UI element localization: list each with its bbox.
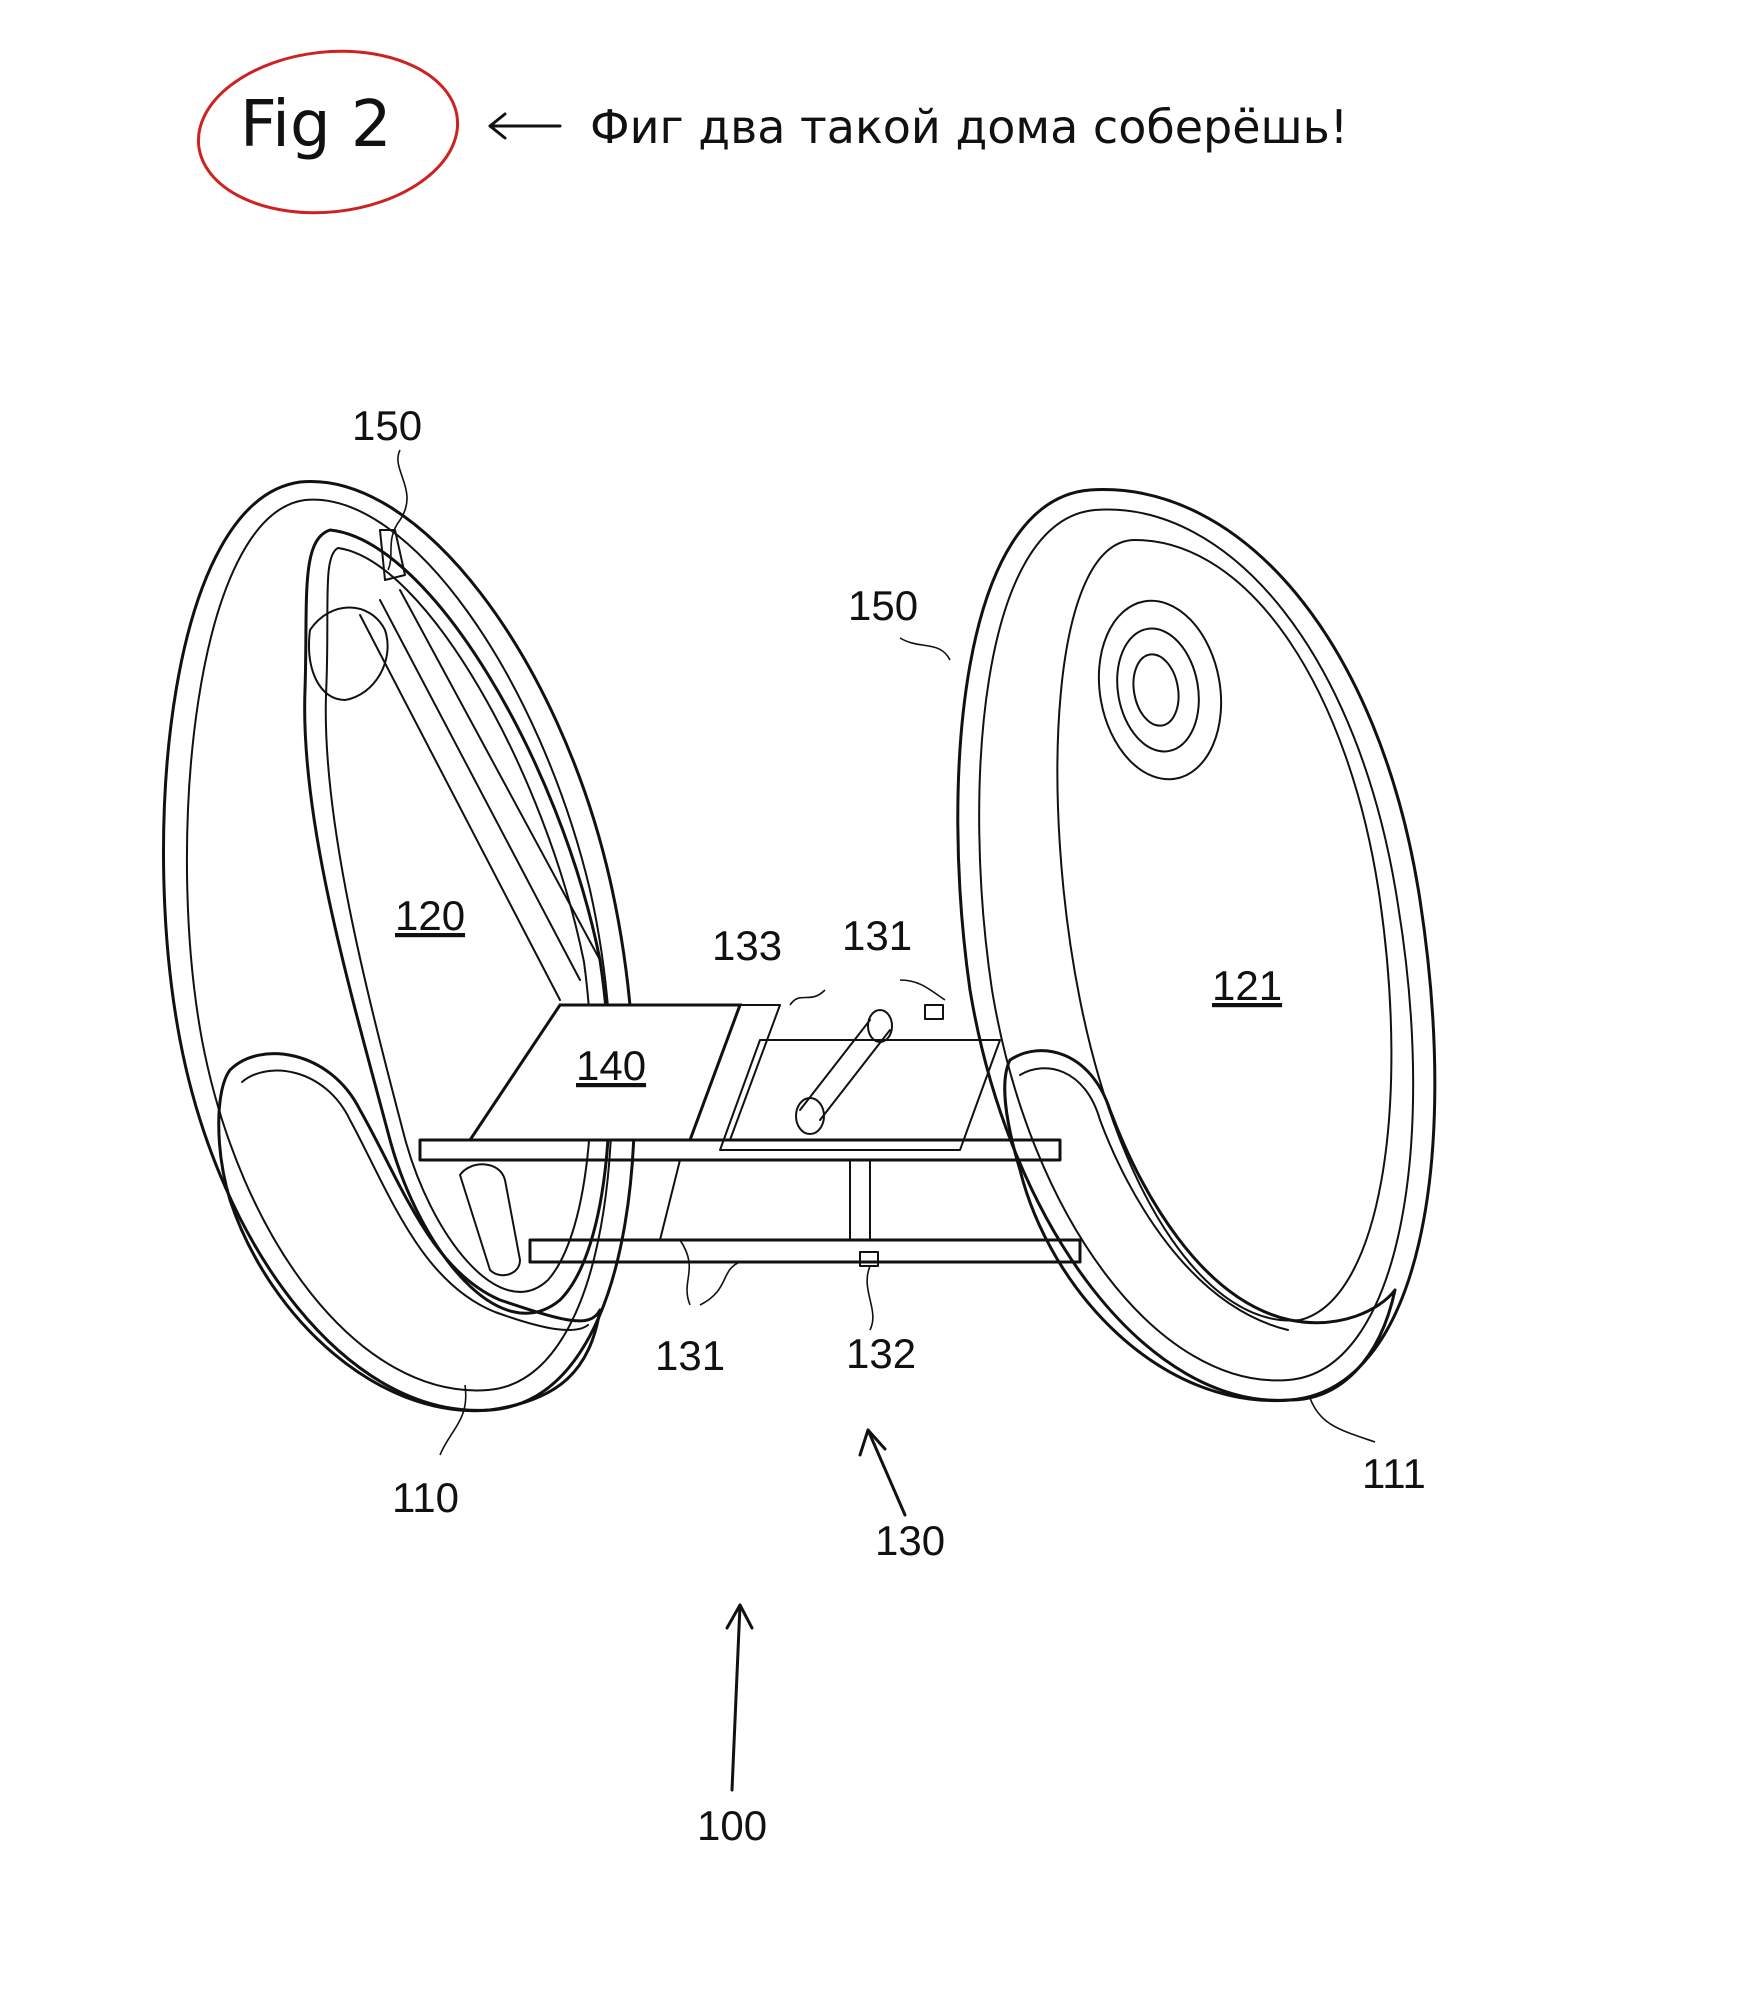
label-150-right: 150 (848, 582, 918, 629)
label-132: 132 (846, 1330, 916, 1377)
label-111: 111 (1362, 1450, 1426, 1497)
left-wheel (162, 480, 636, 1413)
label-121: 121 (1212, 962, 1282, 1009)
label-150-left: 150 (352, 402, 422, 449)
arrow-130-icon (858, 1428, 907, 1517)
label-100: 100 (697, 1802, 767, 1849)
label-110: 110 (392, 1474, 459, 1521)
roller-133 (795, 1009, 893, 1135)
arrow-100-icon (725, 1603, 754, 1792)
fig-circle-annotation (196, 49, 460, 215)
label-120: 120 (395, 892, 465, 939)
label-140: 140 (576, 1042, 646, 1089)
left-arrow-icon (488, 112, 562, 140)
label-130: 130 (875, 1517, 945, 1564)
fig-label: Fig 2 (240, 88, 392, 162)
label-131-bottom: 131 (655, 1332, 725, 1379)
label-131-top: 131 (842, 912, 912, 959)
right-hub (1097, 599, 1223, 781)
center-frame (418, 1003, 1082, 1277)
right-wheel (956, 488, 1437, 1403)
caption-text: Фиг два такой дома соберёшь! (590, 100, 1348, 154)
label-133: 133 (712, 922, 782, 969)
